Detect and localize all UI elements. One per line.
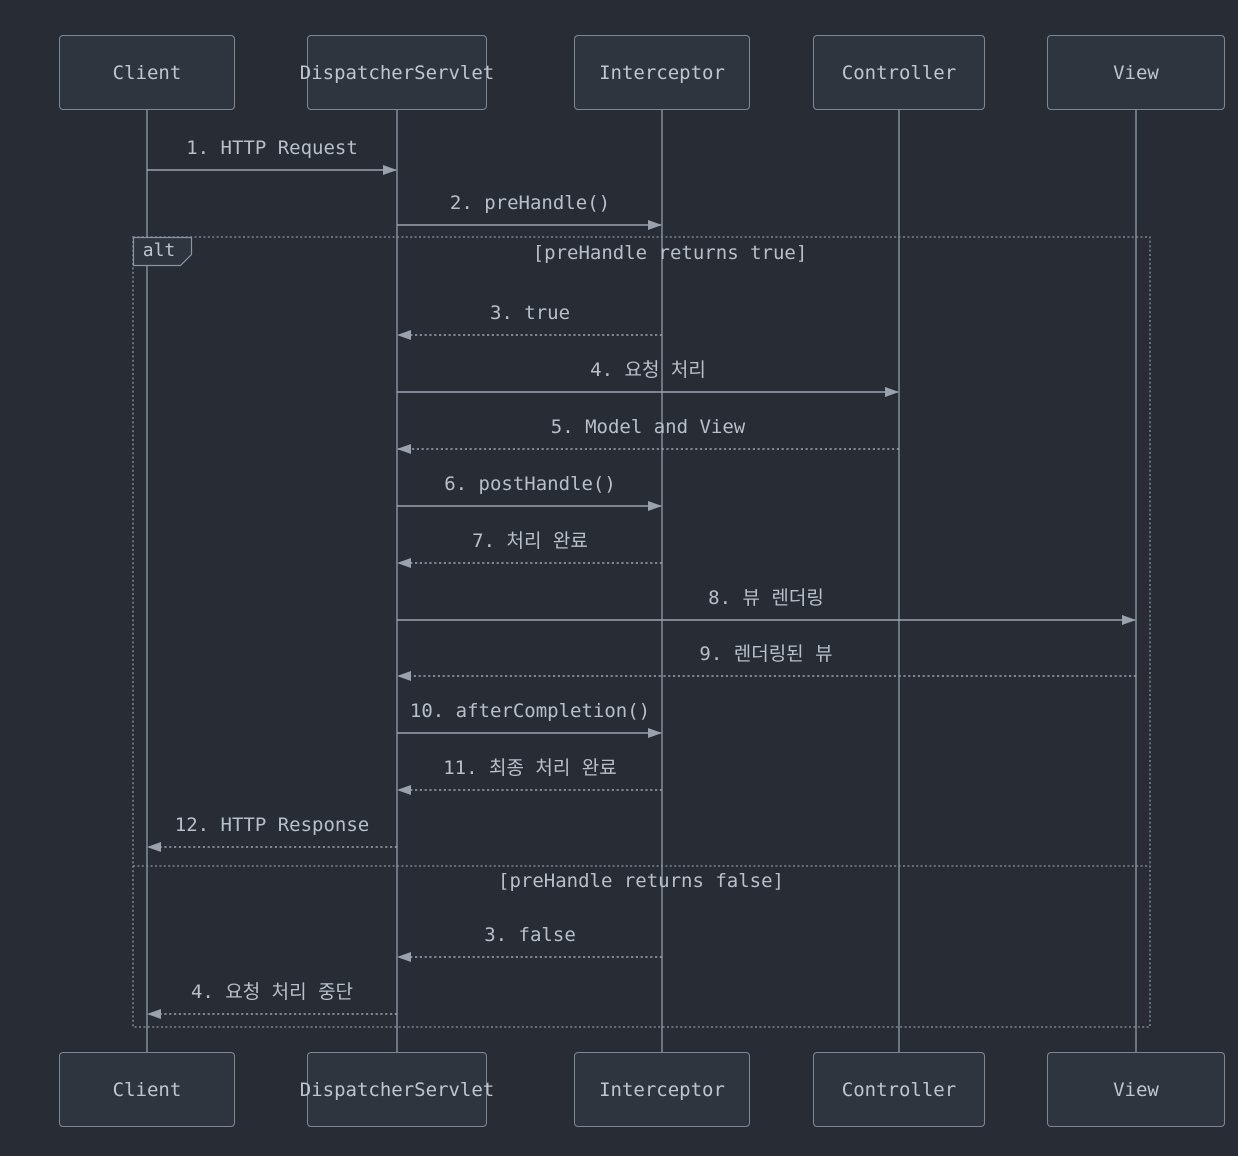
participant-top-view: View: [1047, 35, 1225, 110]
participant-top-interceptor: Interceptor: [574, 35, 750, 110]
alt-operator-label: alt: [142, 240, 176, 261]
message-label-13: 3. false: [484, 924, 576, 946]
participant-bottom-controller: Controller: [813, 1052, 985, 1127]
participant-bottom-dispatcherservlet: DispatcherServlet: [300, 1052, 494, 1127]
message-label-11: 11. 최종 처리 완료: [443, 757, 617, 779]
message-label-8: 8. 뷰 렌더링: [708, 587, 824, 609]
message-label-7: 7. 처리 완료: [472, 530, 588, 552]
message-label-4: 4. 요청 처리: [590, 359, 706, 381]
alt-frame: [132, 236, 1151, 1028]
message-label-10: 10. afterCompletion(): [409, 700, 651, 722]
alt-label-shape: [132, 236, 193, 267]
participant-top-dispatcherservlet: DispatcherServlet: [300, 35, 494, 110]
message-label-1: 1. HTTP Request: [186, 137, 358, 159]
participant-bottom-client: Client: [59, 1052, 235, 1127]
participant-bottom-view: View: [1047, 1052, 1225, 1127]
alt-condition-true: [preHandle returns true]: [532, 242, 808, 264]
participant-bottom-interceptor: Interceptor: [574, 1052, 750, 1127]
message-label-6: 6. postHandle(): [444, 473, 616, 495]
message-label-3: 3. true: [489, 302, 571, 324]
message-label-2: 2. preHandle(): [449, 192, 611, 214]
participant-top-client: Client: [59, 35, 235, 110]
message-label-12: 12. HTTP Response: [174, 814, 370, 836]
message-label-9: 9. 렌더링된 뷰: [699, 643, 833, 665]
message-label-14: 4. 요청 처리 중단: [190, 981, 354, 1003]
message-label-5: 5. Model and View: [550, 416, 746, 438]
participant-top-controller: Controller: [813, 35, 985, 110]
alt-condition-false: [preHandle returns false]: [498, 870, 784, 892]
